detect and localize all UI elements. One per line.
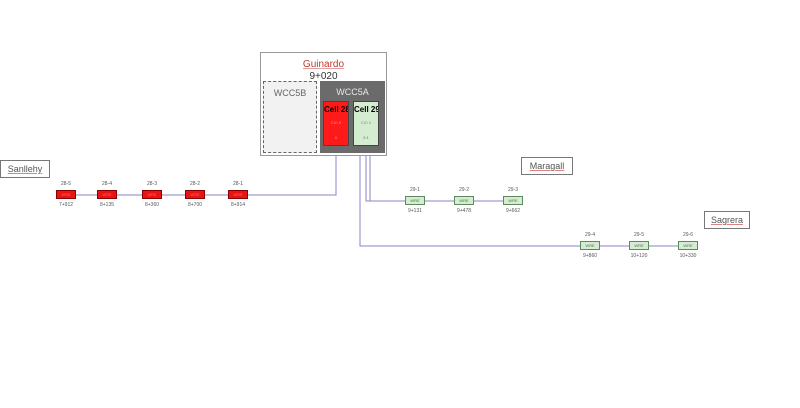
node-id-label: 29-2 <box>458 187 469 193</box>
node-id-label: 28-2 <box>189 181 200 187</box>
cell-cio: CIO 0 <box>360 120 372 125</box>
wcc5a-area[interactable]: WCC5A Cell 28 CIO 0 0 Cell 29 CIO 0 0 1 <box>320 81 385 153</box>
node-29-2[interactable]: WRE <box>454 196 474 205</box>
cell-28[interactable]: Cell 28 CIO 0 0 <box>323 101 349 146</box>
node-id-label: 29-4 <box>584 232 595 238</box>
maragall-line <box>365 148 520 202</box>
cell-num: 0 1 <box>363 135 369 140</box>
node-id-label: 28-5 <box>60 181 71 187</box>
node-29-1[interactable]: WRE <box>405 196 425 205</box>
node-pk-label: 8+914 <box>230 202 246 208</box>
station-pk: 9+020 <box>309 71 338 82</box>
label-maragall: Maragall <box>521 157 573 175</box>
node-pk-label: 9+860 <box>582 253 598 259</box>
wcc5b-label: WCC5B <box>273 88 307 98</box>
station-name: Guinardo <box>302 59 345 70</box>
node-28-5[interactable]: WRE <box>56 190 76 199</box>
wcc5a-label: WCC5A <box>336 87 369 97</box>
cell-cio: CIO 0 <box>330 120 342 125</box>
node-pk-label: 7+912 <box>58 202 74 208</box>
node-pk-label: 8+135 <box>99 202 115 208</box>
node-28-3[interactable]: WRE <box>142 190 162 199</box>
node-pk-label: 8+360 <box>144 202 160 208</box>
label-sanllehy: Sanllehy <box>0 160 50 178</box>
wcc5b-area[interactable]: WCC5B <box>263 81 317 153</box>
cell-title: Cell 28 <box>324 105 348 114</box>
node-id-label: 28-4 <box>101 181 112 187</box>
node-id-label: 29-1 <box>409 187 420 193</box>
node-29-6[interactable]: WRE <box>678 241 698 250</box>
cell-29[interactable]: Cell 29 CIO 0 0 1 <box>353 101 379 146</box>
node-28-2[interactable]: WRE <box>185 190 205 199</box>
node-id-label: 28-1 <box>232 181 243 187</box>
node-pk-label: 10+330 <box>679 253 697 259</box>
node-29-3[interactable]: WRE <box>503 196 523 205</box>
node-id-label: 29-5 <box>633 232 644 238</box>
node-id-label: 29-3 <box>507 187 518 193</box>
node-29-4[interactable]: WRE <box>580 241 600 250</box>
node-28-4[interactable]: WRE <box>97 190 117 199</box>
node-29-5[interactable]: WRE <box>629 241 649 250</box>
node-pk-label: 9+131 <box>407 208 423 214</box>
node-pk-label: 10+120 <box>630 253 648 259</box>
cell-title: Cell 29 <box>354 105 378 114</box>
station-guinardo[interactable]: Guinardo 9+020 WCC5B WCC5A Cell 28 CIO 0… <box>260 52 387 156</box>
node-pk-label: 9+478 <box>456 208 472 214</box>
node-id-label: 28-3 <box>146 181 157 187</box>
node-28-1[interactable]: WRE <box>228 190 248 199</box>
label-sagrera: Sagrera <box>704 211 750 229</box>
node-id-label: 29-6 <box>682 232 693 238</box>
node-pk-label: 8+700 <box>187 202 203 208</box>
node-pk-label: 9+662 <box>505 208 521 214</box>
cell-num: 0 <box>334 135 338 140</box>
